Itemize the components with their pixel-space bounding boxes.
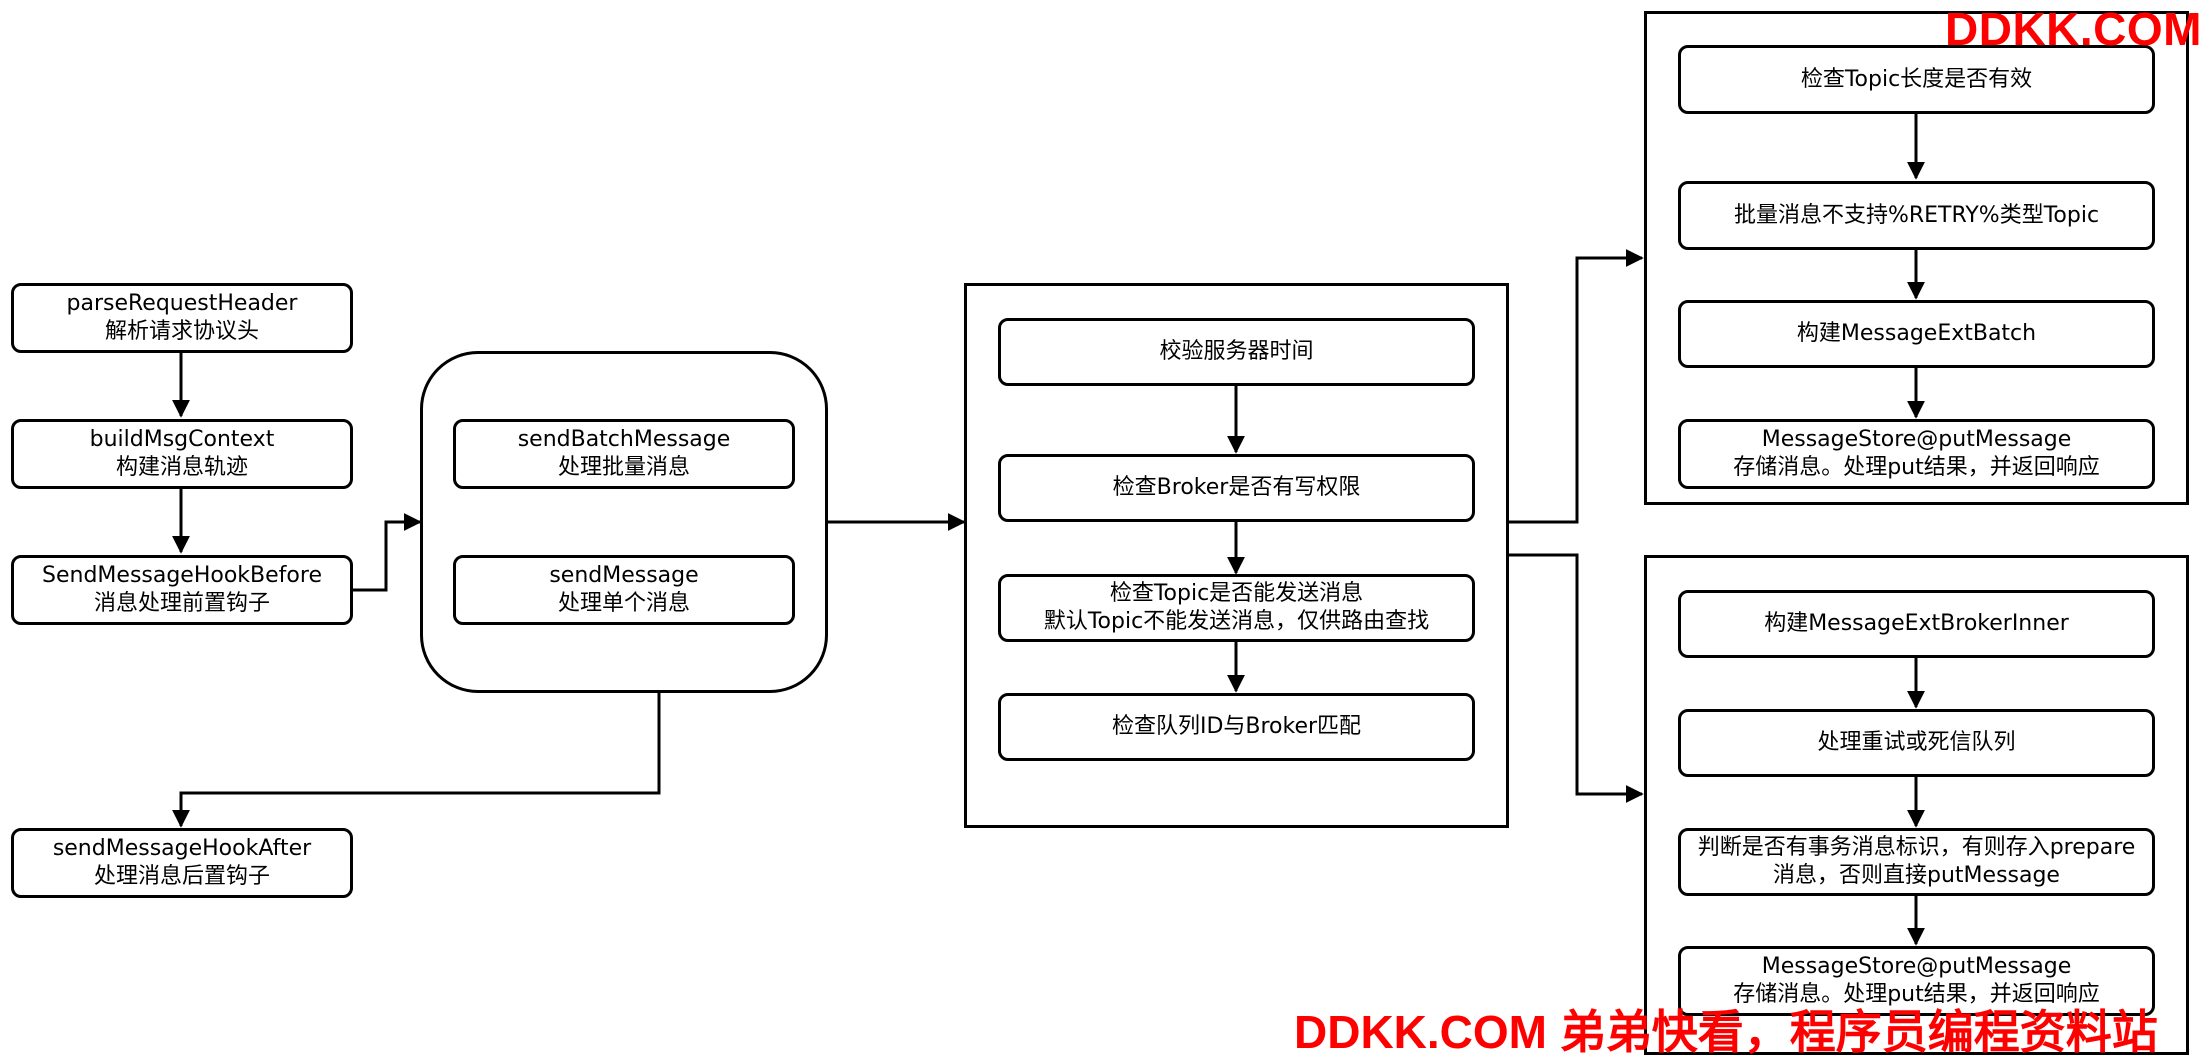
- batch-put-message-node: MessageStore@putMessage 存储消息。处理put结果，并返回…: [1678, 419, 2155, 489]
- node-title: sendMessageHookAfter: [52, 836, 312, 861]
- node-subtitle: 默认Topic不能发送消息，仅供路由查找: [1043, 609, 1430, 634]
- single-put-message-node: MessageStore@putMessage 存储消息。处理put结果，并返回…: [1678, 946, 2155, 1016]
- batch-branch-container: [1644, 11, 2189, 505]
- node-label: 校验服务器时间: [1159, 339, 1314, 364]
- build-message-ext-broker-inner-node: 构建MessageExtBrokerInner: [1678, 590, 2155, 658]
- check-broker-write-node: 检查Broker是否有写权限: [998, 454, 1475, 522]
- node-label: 处理重试或死信队列: [1817, 730, 2016, 755]
- node-subtitle: 解析请求协议头: [104, 319, 259, 344]
- node-title: MessageStore@putMessage: [1761, 427, 2072, 452]
- arrow-checks-to-batch: [1509, 249, 1644, 524]
- build-message-ext-batch-node: 构建MessageExtBatch: [1678, 300, 2155, 368]
- node-label: 检查Broker是否有写权限: [1112, 475, 1361, 500]
- node-title: SendMessageHookBefore: [42, 563, 322, 588]
- check-server-time-node: 校验服务器时间: [998, 318, 1475, 386]
- node-subtitle: 存储消息。处理put结果，并返回响应: [1733, 455, 2100, 480]
- watermark-bottom: DDKK.COM 弟弟快看，程序员编程资料站: [1294, 1006, 2158, 1058]
- node-subtitle: 消息处理前置钩子: [93, 591, 270, 616]
- check-topic-length-node: 检查Topic长度是否有效: [1678, 45, 2155, 114]
- node-title: 判断是否有事务消息标识，有则存入prepare: [1697, 835, 2136, 860]
- node-title: buildMsgContext: [89, 427, 275, 452]
- send-batch-message-node: sendBatchMessage 处理批量消息: [453, 419, 795, 489]
- arrow-checks-to-single: [1509, 553, 1644, 803]
- node-title: sendMessage: [549, 563, 699, 588]
- node-title: 检查Topic是否能发送消息: [1109, 581, 1364, 606]
- send-message-node: sendMessage 处理单个消息: [453, 555, 795, 625]
- check-queue-id-node: 检查队列ID与Broker匹配: [998, 693, 1475, 761]
- build-msg-context-node: buildMsgContext 构建消息轨迹: [11, 419, 353, 489]
- arrow-dispatch-to-hook-after: [172, 693, 661, 828]
- node-subtitle: 处理批量消息: [557, 455, 690, 480]
- parse-request-header-node: parseRequestHeader 解析请求协议头: [11, 283, 353, 353]
- node-subtitle: 处理消息后置钩子: [93, 864, 270, 889]
- node-label: 检查队列ID与Broker匹配: [1111, 714, 1362, 739]
- check-topic-send-node: 检查Topic是否能发送消息 默认Topic不能发送消息，仅供路由查找: [998, 574, 1475, 642]
- dispatch-container: [420, 351, 828, 693]
- hook-before-node: SendMessageHookBefore 消息处理前置钩子: [11, 555, 353, 625]
- watermark-top: DDKK.COM: [1945, 3, 2202, 55]
- node-label: 构建MessageExtBatch: [1796, 321, 2037, 346]
- node-title: MessageStore@putMessage: [1761, 954, 2072, 979]
- node-title: parseRequestHeader: [66, 291, 298, 316]
- node-subtitle: 处理单个消息: [557, 591, 690, 616]
- node-subtitle: 存储消息。处理put结果，并返回响应: [1733, 982, 2100, 1007]
- hook-after-node: sendMessageHookAfter 处理消息后置钩子: [11, 828, 353, 898]
- node-label: 检查Topic长度是否有效: [1800, 66, 2033, 92]
- node-subtitle: 消息，否则直接putMessage: [1773, 863, 2060, 888]
- no-retry-topic-node: 批量消息不支持%RETRY%类型Topic: [1678, 181, 2155, 250]
- arrow-hook-to-dispatch: [352, 513, 422, 592]
- node-label: 批量消息不支持%RETRY%类型Topic: [1733, 202, 2100, 228]
- node-title: sendBatchMessage: [517, 427, 731, 452]
- retry-dlq-node: 处理重试或死信队列: [1678, 709, 2155, 777]
- node-subtitle: 构建消息轨迹: [115, 455, 248, 480]
- transaction-check-node: 判断是否有事务消息标识，有则存入prepare 消息，否则直接putMessag…: [1678, 828, 2155, 896]
- node-label: 构建MessageExtBrokerInner: [1764, 611, 2069, 636]
- checks-container: [964, 283, 1509, 828]
